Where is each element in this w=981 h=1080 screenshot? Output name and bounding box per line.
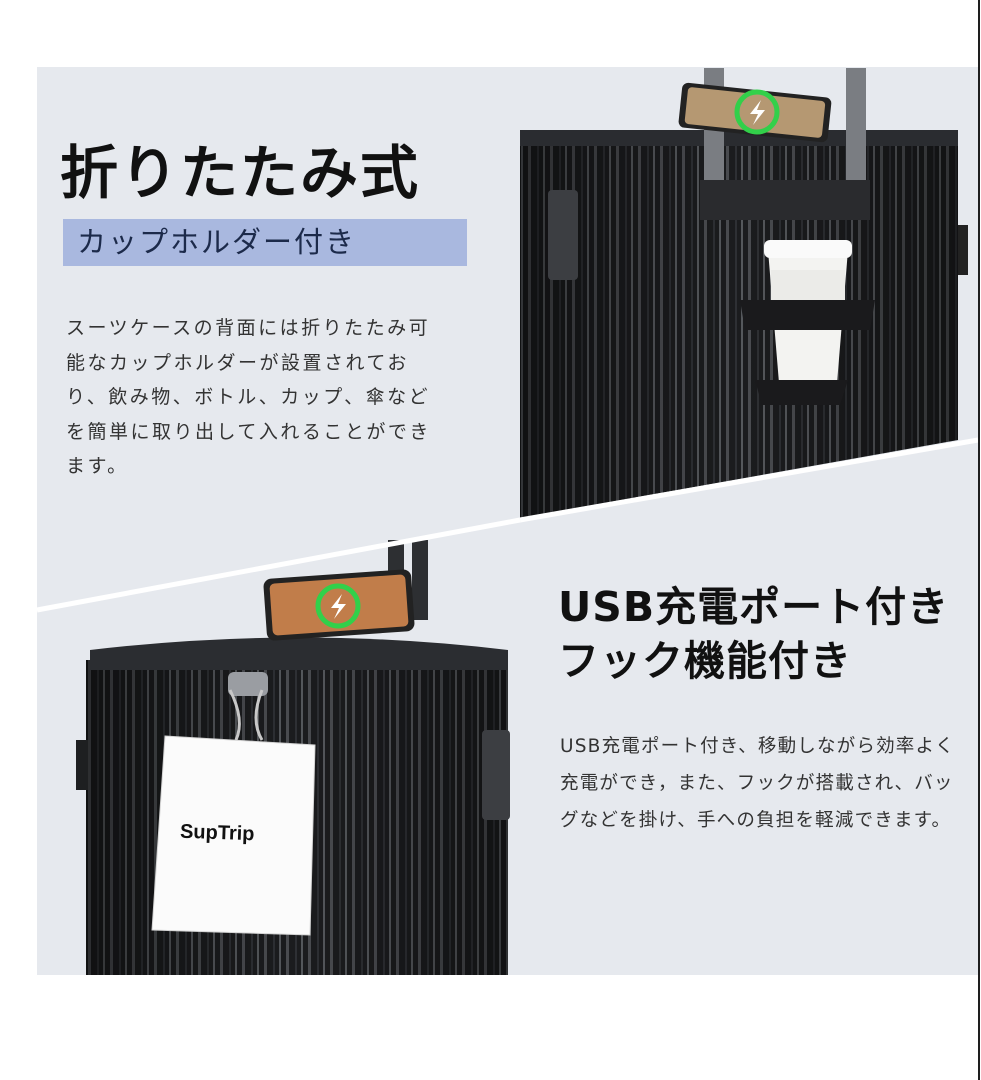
smartphone-image-top	[678, 82, 832, 143]
cup-holder-badge: カップホルダー付き	[63, 219, 467, 266]
suitcase-image-bottom	[76, 540, 510, 975]
smartphone-image-bottom	[263, 569, 415, 641]
wireless-charging-icon-2	[315, 583, 361, 629]
suitcase-image-top	[520, 68, 968, 518]
section2-title-line2: フック機能付き	[558, 637, 852, 685]
section1-description: スーツケースの背面には折りたたみ可能なカップホルダーが設置されており、飲み物、ボ…	[66, 317, 431, 477]
shopping-bag-image	[151, 735, 316, 936]
cup-holder-image	[740, 240, 875, 405]
section2-title: USB充電ポート付き フック機能付き	[558, 580, 949, 688]
bag-brand-label: SupTrip	[179, 820, 255, 846]
section1-title: 折りたたみ式	[60, 139, 421, 207]
section2-title-line1: USB充電ポート付き	[558, 583, 950, 631]
section2-description: USB充電ポート付き、移動しながら効率よく充電ができ，また、フックが搭載され、バ…	[560, 736, 955, 831]
page-edge-rule	[978, 0, 980, 1080]
wireless-charging-icon	[734, 89, 780, 135]
